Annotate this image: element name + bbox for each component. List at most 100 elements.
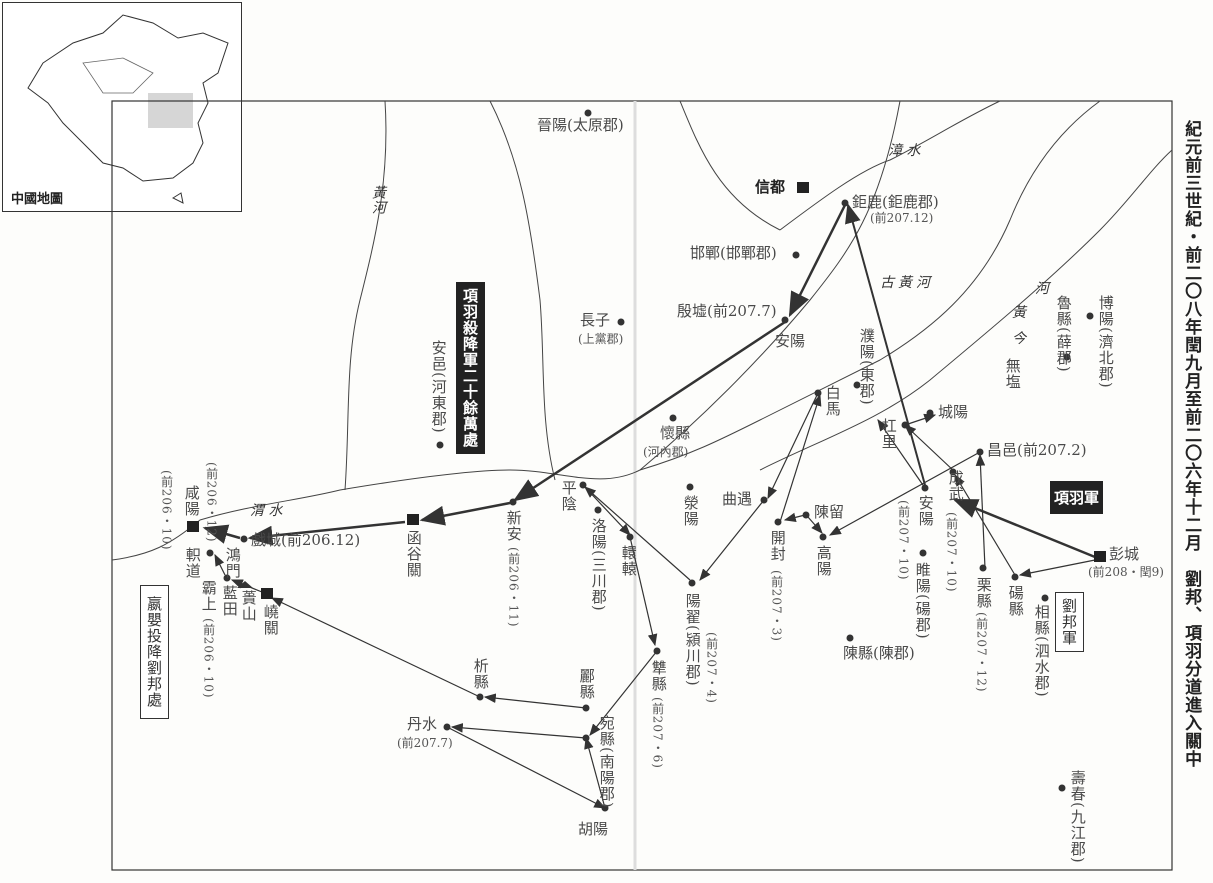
route-arrow: [446, 726, 607, 809]
place-label-luxian: 魯縣(薛郡): [1054, 295, 1073, 373]
route-arrow: [270, 597, 481, 698]
route-arrow: [699, 499, 765, 581]
place-label-anyang_n: 安陽: [775, 332, 806, 350]
place-label-kuishan: 蕢山: [239, 590, 258, 622]
zhidao-marker: [206, 549, 214, 557]
place-label-chenliu: 陳留: [814, 503, 845, 521]
anyang_s-marker: [921, 484, 929, 492]
place-label-quyu: 曲遇: [722, 490, 753, 508]
xingyang-marker: [686, 483, 694, 491]
place-label-chouxian: 犨縣: [649, 660, 668, 692]
place-label-xinan: 新安: [504, 510, 523, 542]
anyi-marker: [436, 441, 444, 449]
place-label-xiangxian: 相縣(泗水郡): [1032, 604, 1051, 698]
yangzhai-marker: [688, 579, 696, 587]
callout-liu-army: 劉邦軍: [1055, 592, 1084, 652]
xianyang-marker: [187, 521, 199, 532]
fen-river: [489, 100, 556, 481]
danshui-marker: [443, 723, 451, 731]
xinan-marker: [509, 498, 517, 506]
changyi-marker: [976, 448, 984, 456]
place-label-kaifeng: 開封: [768, 530, 787, 562]
kuishan-marker: [237, 581, 253, 588]
place-note-chouxian: (前207・6): [650, 697, 665, 769]
new-huanghe: [759, 149, 1173, 471]
chenxian-marker: [846, 634, 854, 642]
route-arrow: [783, 512, 806, 523]
place-label-chenxian: 陳縣(陳郡): [843, 644, 915, 662]
huanghe-north: [344, 100, 387, 491]
place-note-bashang: (前206・10): [201, 618, 216, 699]
river-label-huanghe: 黃河: [370, 185, 386, 215]
place-label-huaixian: 懷縣: [660, 424, 691, 442]
route-arrow: [512, 320, 786, 502]
gangli-marker: [901, 421, 909, 429]
place-label-boyang: 博陽(濟北郡): [1096, 295, 1115, 389]
place-label-jinyang: 晉陽(太原郡): [537, 116, 624, 134]
bashang-marker: [223, 574, 231, 582]
place-label-danshui: 丹水: [407, 715, 438, 733]
place-label-yaoguan: 嶢關: [261, 604, 280, 636]
place-label-huanyuan: 轘轅: [619, 545, 638, 577]
place-note-danshui: (前207.7): [397, 736, 453, 750]
pingyin-marker: [579, 481, 587, 489]
place-label-wuyan: 無塩: [1003, 358, 1022, 390]
kaifeng-marker: [774, 518, 782, 526]
place-label-xingyang: 滎陽: [681, 495, 700, 527]
route-arrow: [483, 693, 587, 709]
place-label-gaoyang: 高陽: [814, 545, 833, 577]
place-markers: [187, 109, 1106, 812]
place-note-kaifeng: (前207・3): [769, 570, 784, 642]
lixian-marker: [979, 564, 987, 572]
place-label-pingyin: 平陰: [559, 480, 578, 512]
huyang-marker: [601, 804, 609, 812]
place-label-anyang_s: 安陽: [916, 495, 935, 527]
yaoguan-marker: [261, 588, 273, 599]
route-arrow: [779, 393, 822, 523]
suiyang-marker: [919, 549, 927, 557]
place-label-wanxian: 宛縣(南陽郡): [597, 715, 616, 809]
route-arrow: [828, 451, 981, 536]
route-arrow: [584, 486, 691, 581]
route-arrow: [952, 498, 1096, 559]
quyu-marker: [760, 496, 768, 504]
route-arrow: [845, 203, 926, 486]
xiangxian-marker: [1041, 594, 1049, 602]
chengwu-marker: [949, 468, 957, 476]
place-label-hongmen: 鴻門: [223, 547, 242, 579]
place-label-pengcheng: 彭城: [1109, 545, 1140, 563]
zhangshui-river: [779, 100, 1001, 231]
callout-xiang-army: 項羽軍: [1050, 481, 1104, 514]
boyang-marker: [1086, 312, 1094, 320]
handan-marker: [792, 251, 800, 259]
place-label-chengyang: 城陽: [938, 403, 969, 421]
rivers: [111, 100, 1173, 561]
inset-label: 中國地圖: [11, 192, 64, 207]
old-huanghe: [639, 100, 901, 471]
place-label-xianyang: 咸陽: [182, 485, 201, 517]
place-label-dangxian: 碭縣: [1006, 585, 1025, 617]
place-label-gangli: 杠里: [879, 418, 898, 450]
river-label-huang: 黃: [1012, 305, 1026, 321]
place-label-changyi: 昌邑(前207.2): [987, 441, 1087, 459]
route-arrow: [877, 419, 926, 489]
route-arrow: [589, 650, 658, 736]
route-arrow: [582, 484, 631, 536]
place-label-yinxu: 殷墟(前207.7): [677, 302, 777, 320]
huanghe-river: [111, 100, 1101, 561]
place-label-xindu: 信都: [755, 178, 786, 196]
gaoyang-marker: [819, 533, 827, 541]
place-note-pengcheng: (前208・閏9): [1088, 565, 1164, 579]
place-label-shouchun: 壽春(九江郡): [1068, 770, 1087, 864]
luoyang-marker: [594, 506, 602, 514]
route-arrow: [629, 536, 658, 647]
place-label-suiyang: 睢陽(碭郡): [913, 562, 932, 640]
place-note-xianyang: (前206・10): [159, 470, 174, 551]
place-note-yangzhai: (前207・4): [704, 632, 719, 704]
place-label-zhidao: 軹道: [183, 547, 202, 579]
route-arrow: [247, 520, 406, 546]
luxian-marker: [1063, 353, 1071, 361]
zhang-branch: [679, 100, 781, 231]
place-label-yangzhai: 陽翟(潁川郡): [683, 593, 702, 687]
place-label-huyang: 胡陽: [578, 820, 609, 838]
